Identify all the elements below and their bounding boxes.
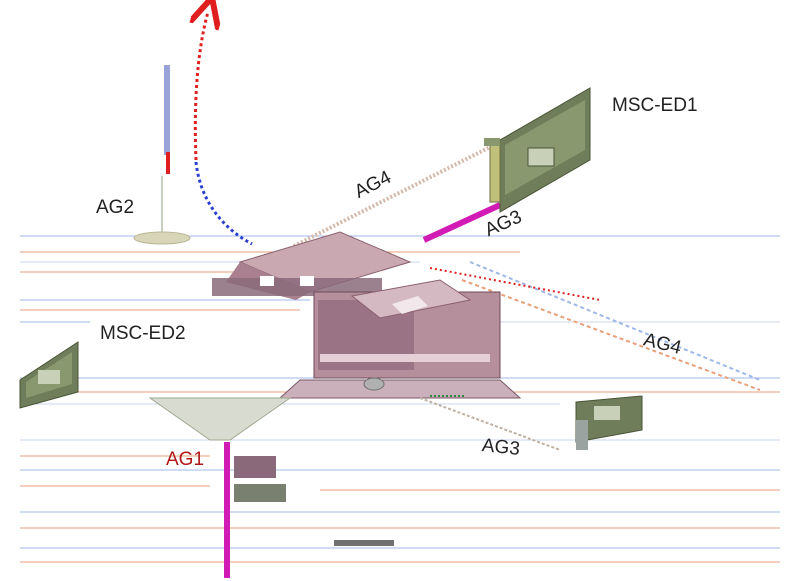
label-msc-ed2: MSC-ED2	[100, 323, 186, 344]
router-box-icon	[212, 231, 522, 399]
ag4-link-right	[469, 261, 761, 381]
network-card-icon	[575, 395, 643, 450]
ag3-link-top	[422, 202, 502, 243]
ag4-link-top	[293, 140, 501, 248]
ag1-link	[224, 442, 230, 578]
label-ag2: AG2	[96, 197, 135, 218]
ag4-link-right-2	[461, 279, 761, 391]
handover-arrow-red	[195, 12, 208, 161]
handover-arrow-blue	[194, 161, 253, 246]
pad-ag1	[148, 397, 292, 441]
antenna-icon	[133, 65, 191, 245]
label-msc-ed1: MSC-ED1	[612, 95, 698, 116]
network-card-icon	[484, 87, 591, 213]
background-stripes	[20, 235, 780, 563]
label-ag3-bottom: AG3	[480, 435, 521, 460]
label-ag1: AG1	[166, 449, 205, 470]
network-card-icon	[19, 341, 79, 409]
